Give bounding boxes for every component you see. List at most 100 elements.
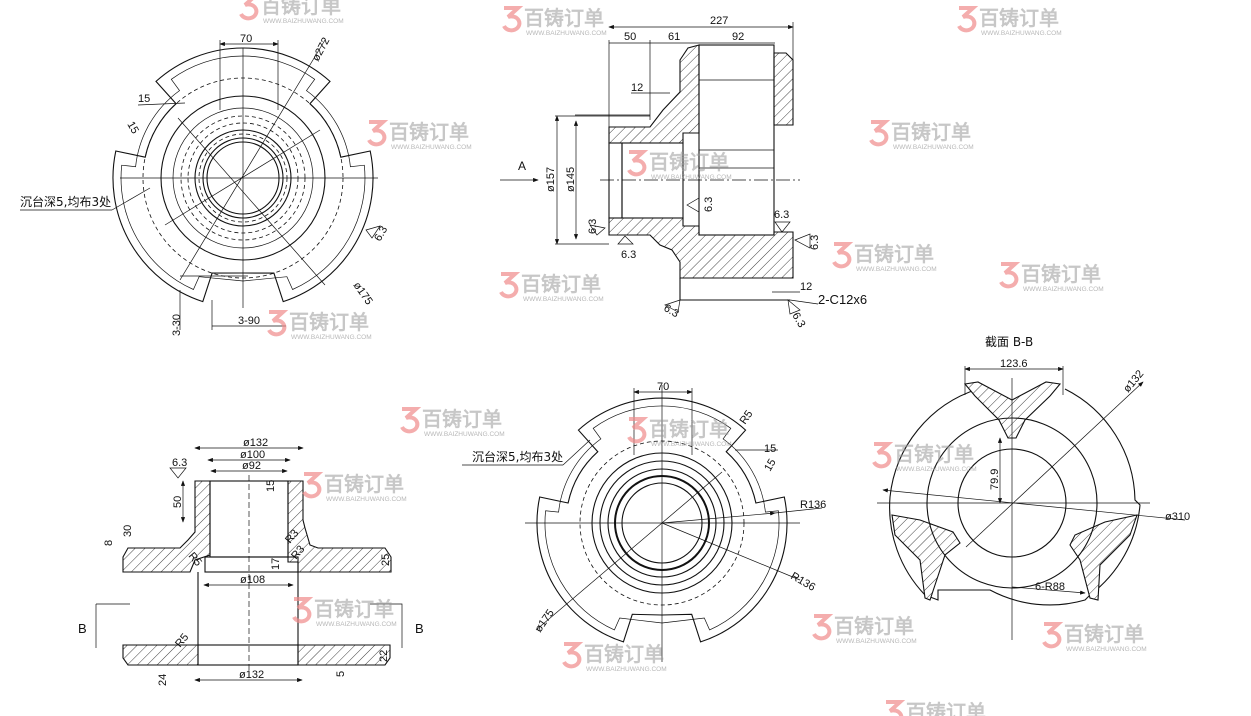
roughness-symbol: 6.3 bbox=[686, 197, 715, 213]
view-label-a: A bbox=[518, 159, 526, 173]
watermark-brand: 百铸订单 bbox=[649, 150, 729, 174]
top-left-plan-view: 沉台深5,均布3处 70 ø272 15 15 6.3 ø175 3-30 3-… bbox=[20, 33, 390, 336]
top-center-section-view: A 227 50 61 92 12 ø157 ø145 12 2-C12x6 6… bbox=[500, 15, 867, 330]
upper-right-wall-section bbox=[773, 52, 794, 126]
watermark-mark-icon bbox=[869, 120, 891, 147]
dimension-line bbox=[137, 102, 186, 106]
watermark-brand: 百铸订单 bbox=[524, 6, 604, 30]
countersink-note: 沉台深5,均布3处 bbox=[20, 194, 111, 209]
watermark-mark-icon bbox=[267, 310, 289, 337]
section-mark-b-right: B bbox=[415, 621, 424, 636]
lower-flange-left-section bbox=[122, 644, 199, 666]
roughness-symbol: 6.3 bbox=[794, 233, 821, 250]
watermark-mark-icon bbox=[999, 262, 1021, 289]
radius-leader bbox=[661, 522, 801, 581]
watermark-brand: 百铸订单 bbox=[906, 700, 986, 716]
watermark-brand: 百铸订单 bbox=[521, 272, 601, 296]
watermark-url: WWW.BAIZHUWANG.COM bbox=[326, 496, 407, 503]
radius-leader bbox=[774, 507, 823, 514]
watermark-mark-icon bbox=[957, 6, 979, 33]
dim-r136: R136 bbox=[800, 499, 826, 511]
dim-17: 17 bbox=[270, 558, 282, 570]
dim-6-r88: 6-R88 bbox=[1035, 581, 1065, 593]
roughness-symbol: 6.3 bbox=[662, 299, 681, 320]
watermark-brand: 百铸订单 bbox=[891, 120, 971, 144]
dim-diameter-175: ø175 bbox=[533, 607, 557, 634]
dim-61: 61 bbox=[668, 31, 680, 43]
watermark-url: WWW.BAIZHUWANG.COM bbox=[316, 621, 397, 628]
roughness-symbol: 6.3 bbox=[617, 235, 636, 261]
watermark-url: WWW.BAIZHUWANG.COM bbox=[893, 144, 974, 151]
section-cut-line bbox=[95, 603, 403, 648]
watermark-url: WWW.BAIZHUWANG.COM bbox=[836, 638, 917, 645]
dim-227: 227 bbox=[710, 15, 728, 27]
dim-diameter-100: ø100 bbox=[240, 449, 265, 461]
lower-left-rib-section bbox=[891, 514, 961, 601]
watermark-mark-icon bbox=[367, 120, 389, 147]
dim-r5: R5 bbox=[738, 408, 756, 426]
watermark-brand: 百铸订单 bbox=[314, 597, 394, 621]
watermark-mark-icon bbox=[627, 150, 649, 177]
watermark-brand: 百铸订单 bbox=[1064, 622, 1144, 646]
watermark-url: WWW.BAIZHUWANG.COM bbox=[1023, 286, 1104, 293]
leader-line bbox=[164, 129, 321, 226]
lower-bore bbox=[197, 644, 299, 666]
watermark-brand: 百铸订单 bbox=[389, 120, 469, 144]
note-leader bbox=[562, 439, 591, 466]
dim-15: 15 bbox=[138, 93, 150, 105]
dim-3-90: 3-90 bbox=[238, 315, 260, 327]
watermark-brand: 百铸订单 bbox=[584, 642, 664, 666]
radius-leader bbox=[1011, 586, 1086, 595]
watermark-url: WWW.BAIZHUWANG.COM bbox=[523, 296, 604, 303]
watermark-brand: 百铸订单 bbox=[834, 614, 914, 638]
dim-5: 5 bbox=[335, 671, 347, 677]
watermark-url: WWW.BAIZHUWANG.COM bbox=[856, 266, 937, 273]
watermark-url: WWW.BAIZHUWANG.COM bbox=[896, 466, 977, 473]
watermark-mark-icon bbox=[400, 407, 422, 434]
watermark-mark-icon bbox=[562, 642, 584, 669]
dim-diameter-108: ø108 bbox=[240, 574, 265, 586]
watermark-mark-icon bbox=[1042, 622, 1064, 649]
dim-diameter-310: ø310 bbox=[1165, 511, 1190, 523]
outer-lobed-profile bbox=[112, 47, 374, 303]
watermark-url: WWW.BAIZHUWANG.COM bbox=[981, 30, 1062, 37]
dim-92: 92 bbox=[732, 31, 744, 43]
roughness-value: 6.3 bbox=[703, 197, 715, 212]
dimension-line bbox=[965, 381, 1144, 548]
watermark-url: WWW.BAIZHUWANG.COM bbox=[291, 334, 372, 341]
dim-8: 8 bbox=[103, 540, 115, 546]
chamfer-note: 2-C12x6 bbox=[818, 292, 867, 307]
watermark-mark-icon bbox=[627, 417, 649, 444]
watermark-mark-icon bbox=[812, 614, 834, 641]
outer-lobed-profile bbox=[536, 397, 788, 643]
dim-15: 15 bbox=[764, 443, 776, 455]
watermark-mark-icon bbox=[872, 442, 894, 469]
watermark-url: WWW.BAIZHUWANG.COM bbox=[586, 666, 667, 673]
dim-diameter-272: ø272 bbox=[310, 36, 332, 64]
watermark-url: WWW.BAIZHUWANG.COM bbox=[651, 174, 732, 181]
watermark-mark-icon bbox=[302, 472, 324, 499]
dim-diameter-157: ø157 bbox=[545, 167, 557, 192]
watermark-brand: 百铸订单 bbox=[649, 417, 729, 441]
dimension-line bbox=[882, 488, 1186, 521]
inner-lobed-profile bbox=[120, 55, 366, 290]
watermark-url: WWW.BAIZHUWANG.COM bbox=[651, 441, 732, 448]
dim-diameter-132-lower: ø132 bbox=[239, 669, 264, 681]
